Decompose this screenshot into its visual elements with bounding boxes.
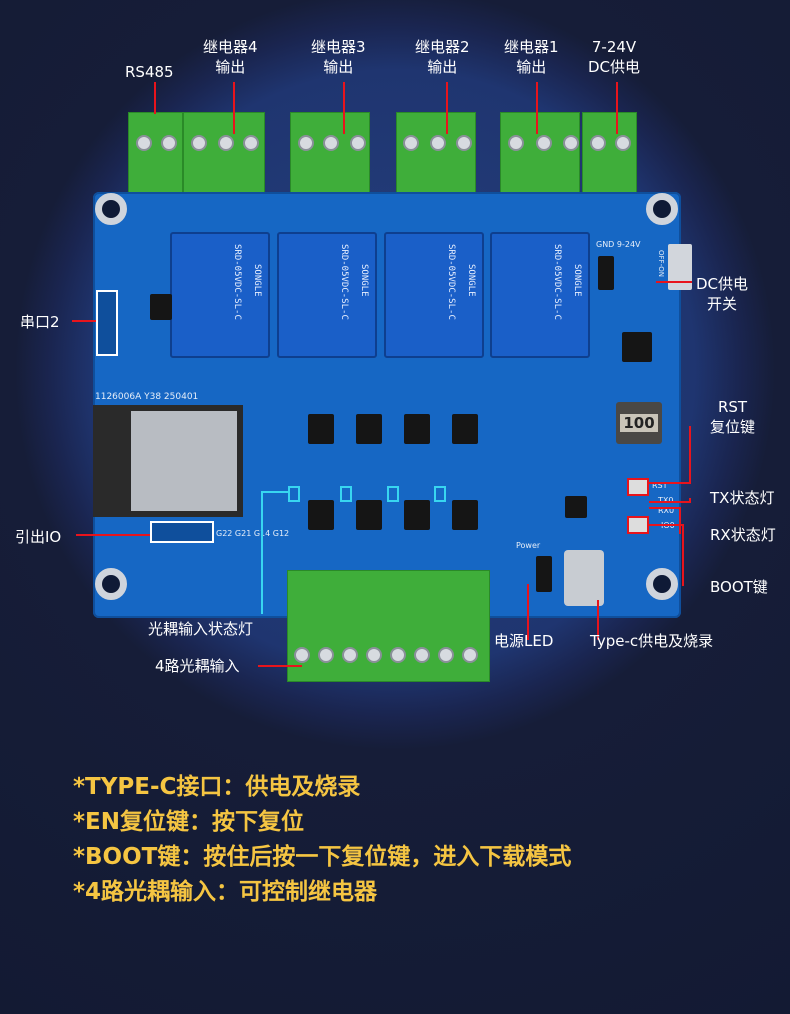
label-typec: Type-c供电及烧录	[590, 632, 714, 650]
optocoupler	[356, 414, 382, 444]
terminal-screw	[615, 135, 631, 151]
gnd-silk: GND 9-24V	[596, 240, 641, 249]
label-line: DC供电	[696, 275, 749, 293]
terminal-screw	[350, 135, 366, 151]
label-relay1: 继电器1 输出	[504, 37, 559, 77]
label-line: 开关	[707, 295, 738, 313]
label-rs485: RS485	[125, 63, 174, 81]
label-line: RST	[717, 398, 748, 416]
feature-item: *4路光耦输入：可控制继电器	[73, 879, 378, 905]
label-line: DC供电	[588, 58, 641, 76]
label-line: 输出	[427, 58, 458, 76]
terminal-screw	[536, 135, 552, 151]
terminal-screw	[294, 647, 310, 663]
terminal-screw	[430, 135, 446, 151]
rst-button[interactable]	[627, 478, 649, 496]
terminal-screw	[136, 135, 152, 151]
label-line: 复位键	[710, 418, 756, 436]
label-tx: TX状态灯	[710, 489, 775, 507]
io-pin-labels: G22 G21 G14 G12	[216, 529, 290, 538]
feature-item: *BOOT键：按住后按一下复位键，进入下载模式	[73, 844, 572, 870]
optocoupler	[404, 414, 430, 444]
terminal-screw	[243, 135, 259, 151]
label-rx: RX状态灯	[710, 526, 776, 544]
rst-silk: RST	[652, 481, 668, 490]
inductor: 100	[616, 402, 662, 444]
optocoupler	[308, 500, 334, 530]
terminal-screw	[298, 135, 314, 151]
terminal-screw	[161, 135, 177, 151]
label-line: 输出	[215, 58, 246, 76]
terminal-screw	[218, 135, 234, 151]
batch-code: 1126006A Y38 250401	[95, 392, 199, 402]
feature-item: *EN复位键：按下复位	[73, 809, 304, 835]
label-line: 输出	[516, 58, 547, 76]
label-power-input: 7-24V DC供电	[588, 37, 640, 77]
chip	[565, 496, 587, 518]
inductor-label: 100	[620, 414, 658, 432]
optocoupler	[308, 414, 334, 444]
terminal-screw	[508, 135, 524, 151]
label-relay3: 继电器3 输出	[311, 37, 366, 77]
terminal-screw	[590, 135, 606, 151]
diode	[536, 556, 552, 592]
optocoupler	[452, 500, 478, 530]
boot-button[interactable]	[627, 516, 649, 534]
typec-port[interactable]	[564, 550, 604, 606]
mount-hole	[646, 568, 678, 600]
label-line: 继电器4	[203, 38, 258, 56]
terminal-opto-input	[287, 570, 490, 682]
terminal-screw	[366, 647, 382, 663]
terminal-screw	[323, 135, 339, 151]
chip	[622, 332, 652, 362]
terminal-screw	[403, 135, 419, 151]
io-header	[150, 521, 214, 543]
label-line: 继电器1	[504, 38, 559, 56]
label-line: 继电器3	[311, 38, 366, 56]
diode	[598, 256, 614, 290]
mount-hole	[95, 193, 127, 225]
label-power-led: 电源LED	[494, 632, 554, 650]
label-relay2: 继电器2 输出	[415, 37, 470, 77]
label-rst: RST 复位键	[710, 397, 755, 437]
terminal-screw	[563, 135, 579, 151]
label-relay4: 继电器4 输出	[203, 37, 258, 77]
label-line: 输出	[323, 58, 354, 76]
optocoupler	[452, 414, 478, 444]
module-shield	[131, 411, 237, 511]
power-silk: Power	[516, 541, 541, 550]
rx0-silk: RX0	[658, 506, 675, 515]
terminal-screw	[462, 647, 478, 663]
optocoupler	[404, 500, 430, 530]
terminal-screw	[191, 135, 207, 151]
label-opto-input: 4路光耦输入	[155, 657, 240, 675]
terminal-screw	[438, 647, 454, 663]
esp32-module	[93, 405, 243, 517]
terminal-screw	[318, 647, 334, 663]
label-io: 引出IO	[15, 528, 62, 546]
label-opto-led: 光耦输入状态灯	[148, 620, 254, 638]
feature-list: *TYPE-C接口：供电及烧录 *EN复位键：按下复位 *BOOT键：按住后按一…	[73, 770, 571, 910]
optocoupler	[356, 500, 382, 530]
mount-hole	[646, 193, 678, 225]
label-line: 7-24V	[591, 38, 637, 56]
terminal-screw	[456, 135, 472, 151]
feature-item: *TYPE-C接口：供电及烧录	[73, 774, 361, 800]
label-dc-switch: DC供电开关	[696, 274, 748, 314]
label-line: 继电器2	[415, 38, 470, 56]
chip	[150, 294, 172, 320]
terminal-screw	[414, 647, 430, 663]
terminal-screw	[342, 647, 358, 663]
label-uart2: 串口2	[20, 313, 60, 331]
terminal-screw	[390, 647, 406, 663]
uart2-header	[96, 290, 118, 356]
mount-hole	[95, 568, 127, 600]
tx0-silk: TX0	[658, 496, 674, 505]
label-boot: BOOT键	[710, 578, 768, 596]
